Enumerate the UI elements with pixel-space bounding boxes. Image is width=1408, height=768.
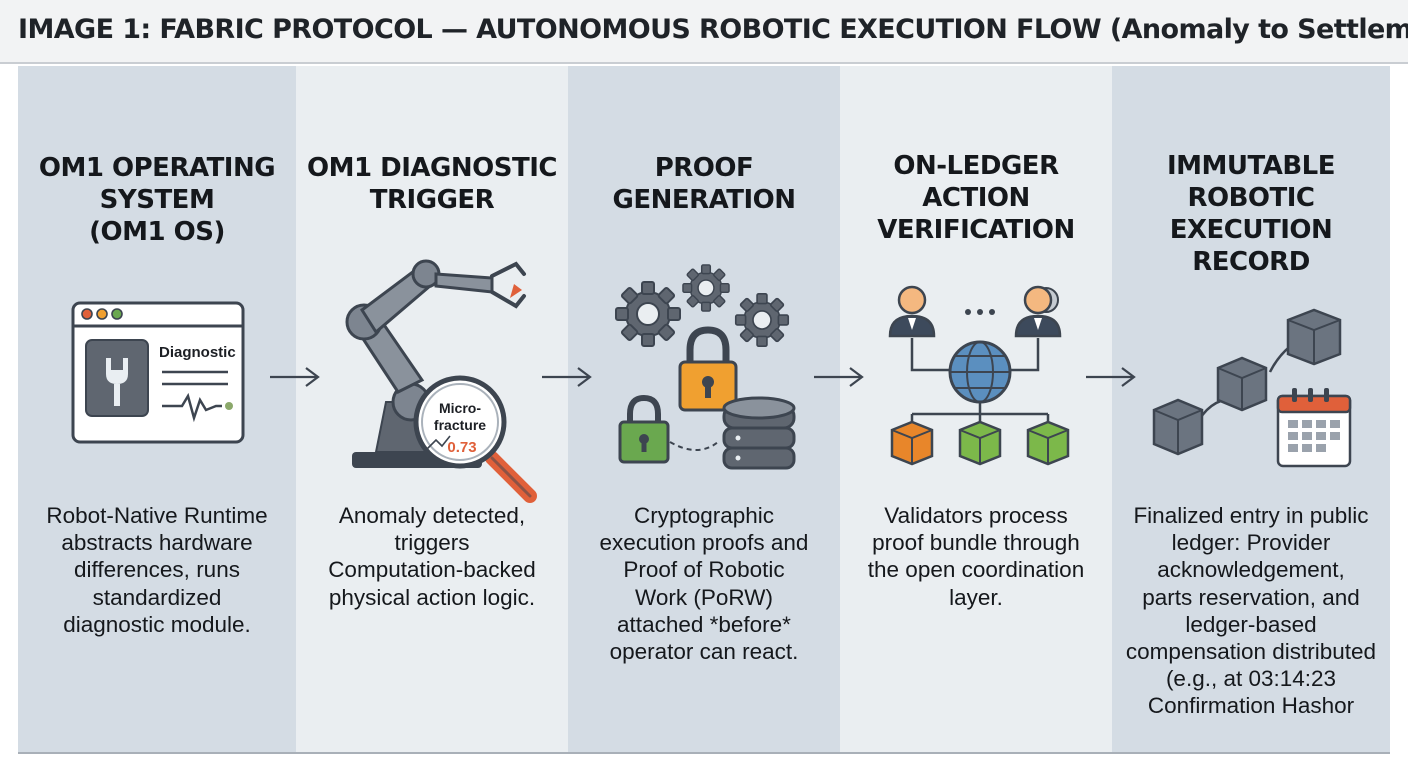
step-description: Cryptographic execution proofs and Proof… [576,502,832,665]
right-arrow-icon [268,364,322,390]
heading-line: RECORD [1112,246,1390,278]
heading-line: ON-LEDGER [840,150,1112,182]
wrench-icon [86,340,148,416]
blockchain-cube-icon [1218,358,1266,410]
right-arrow-icon [540,364,594,390]
database-icon [724,398,794,468]
proof-generation-illustration [608,258,808,470]
blockchain-illustration [1142,280,1362,476]
calendar-icon [1278,388,1350,466]
blockchain-cube-icon [1288,310,1340,364]
heading-line: TRIGGER [296,184,568,216]
anomaly-score: 0.73 [447,439,476,456]
bottom-rule [18,752,1390,754]
gear-icon [736,294,788,346]
right-arrow-icon [812,364,866,390]
magnifier-label-line: Micro- [439,400,481,416]
heading-line: ROBOTIC [1112,182,1390,214]
step-panel-proof-generation: PROOF GENERATION [568,66,840,752]
step-heading: IMMUTABLE ROBOTIC EXECUTION RECORD [1112,150,1390,278]
right-arrow-icon [1084,364,1138,390]
step-heading: OM1 OPERATING SYSTEM (OM1 OS) [18,152,296,248]
heading-line: ACTION [840,182,1112,214]
heading-line: SYSTEM [18,184,296,216]
magnifier-icon: Micro- fracture 0.73 [412,370,546,506]
heading-line: EXECUTION [1112,214,1390,246]
validator-person-icon [1016,287,1060,336]
step-description: Robot-Native Runtime abstracts hardware … [26,502,288,638]
gear-icon [683,265,729,311]
title-bar: IMAGE 1: FABRIC PROTOCOL — AUTONOMOUS RO… [0,0,1408,64]
blockchain-cube-icon [1154,400,1202,454]
globe-icon [950,342,1010,402]
heading-line: IMMUTABLE [1112,150,1390,182]
step-panel-om1-os: OM1 OPERATING SYSTEM (OM1 OS) Diagnostic… [18,66,296,752]
heading-line: OM1 DIAGNOSTIC [296,152,568,184]
cube-icon [960,422,1000,464]
step-panel-on-ledger-verification: ON-LEDGER ACTION VERIFICATION [840,66,1112,752]
heading-line: OM1 OPERATING [18,152,296,184]
gear-icon [616,282,680,346]
step-heading: ON-LEDGER ACTION VERIFICATION [840,150,1112,246]
step-heading: PROOF GENERATION [568,152,840,216]
heading-line: VERIFICATION [840,214,1112,246]
heading-line: GENERATION [568,184,840,216]
browser-window-icon: Diagnostic [70,300,250,446]
heading-line: (OM1 OS) [18,216,296,248]
cube-icon [1028,422,1068,464]
magnifier-label-line: fracture [434,417,486,433]
step-description: Validators process proof bundle through … [848,502,1104,611]
validator-network-illustration [880,278,1080,474]
step-heading: OM1 DIAGNOSTIC TRIGGER [296,152,568,216]
step-description: Finalized entry in public ledger: Provid… [1120,502,1382,720]
page-title: IMAGE 1: FABRIC PROTOCOL — AUTONOMOUS RO… [18,14,1408,45]
padlock-icon [680,330,736,410]
diagnostic-label: Diagnostic [159,344,236,361]
validator-person-icon [890,287,934,336]
step-panel-immutable-record: IMMUTABLE ROBOTIC EXECUTION RECORD [1112,66,1390,752]
padlock-icon [620,398,668,462]
heading-line: PROOF [568,152,840,184]
cube-icon [892,422,932,464]
step-panel-diagnostic-trigger: OM1 DIAGNOSTIC TRIGGER Micro- fracture 0… [296,66,568,752]
step-description: Anomaly detected, triggers Computation-b… [304,502,560,611]
